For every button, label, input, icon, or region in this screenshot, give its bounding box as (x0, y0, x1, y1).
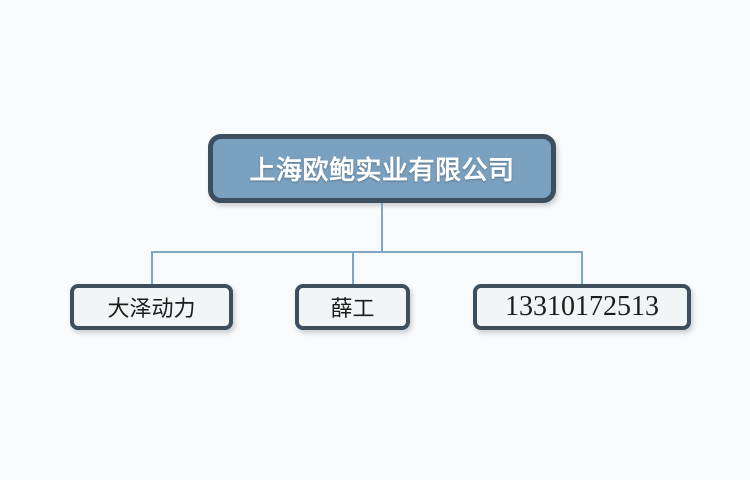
org-node-child-3[interactable]: 13310172513 (473, 284, 691, 330)
org-node-child-1[interactable]: 大泽动力 (70, 284, 233, 330)
connector-root-stem (381, 203, 383, 253)
connector-bus (151, 251, 583, 253)
org-node-child-3-label: 13310172513 (505, 291, 659, 322)
org-node-root-label: 上海欧鲍实业有限公司 (249, 155, 515, 185)
org-node-child-2-label: 薛工 (330, 296, 375, 321)
org-node-child-2[interactable]: 薛工 (295, 284, 410, 330)
connector-drop-child-2 (352, 251, 354, 284)
org-node-child-1-label: 大泽动力 (107, 296, 196, 321)
connector-drop-child-1 (151, 251, 153, 284)
org-node-root[interactable]: 上海欧鲍实业有限公司 (208, 134, 556, 203)
connector-drop-child-3 (581, 251, 583, 284)
